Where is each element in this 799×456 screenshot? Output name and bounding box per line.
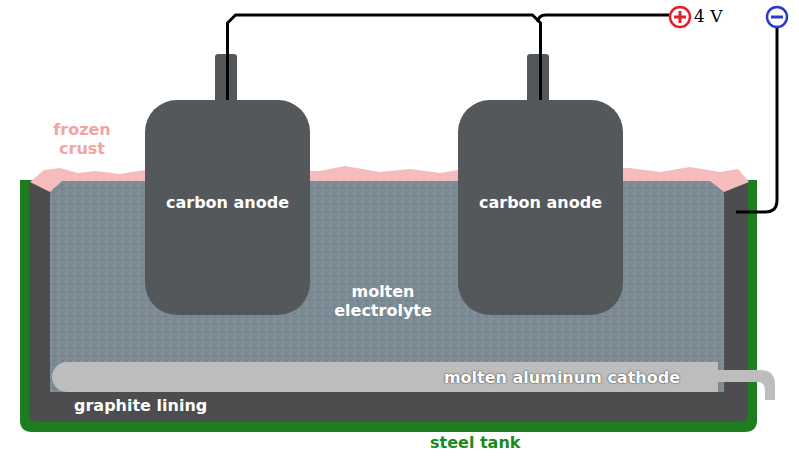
minus-sign — [771, 16, 783, 19]
anode-wire — [228, 15, 541, 100]
carbon-anode: carbon anode — [145, 100, 310, 315]
negative-wire — [736, 28, 777, 212]
tank-label: steel tank — [430, 433, 520, 452]
aluminum-cathode-band: molten aluminum cathode — [52, 362, 718, 392]
positive-terminal — [670, 7, 690, 27]
electrolyte-label: molten electrolyte — [322, 282, 444, 320]
node-text: molten aluminum cathode — [444, 368, 680, 387]
negative-terminal — [767, 7, 787, 27]
carbon-anode: carbon anode — [458, 100, 623, 315]
lining-label: graphite lining — [74, 396, 207, 415]
tap-spout — [716, 370, 775, 400]
node-text: carbon anode — [166, 193, 289, 213]
frozen-crust — [30, 166, 749, 192]
crust-label: frozen crust — [42, 120, 122, 158]
voltage-label: 4 V — [694, 6, 723, 26]
plus-sign — [674, 11, 686, 23]
positive-wire — [538, 15, 669, 22]
anode-stem — [527, 54, 549, 104]
node-text: carbon anode — [479, 193, 602, 213]
